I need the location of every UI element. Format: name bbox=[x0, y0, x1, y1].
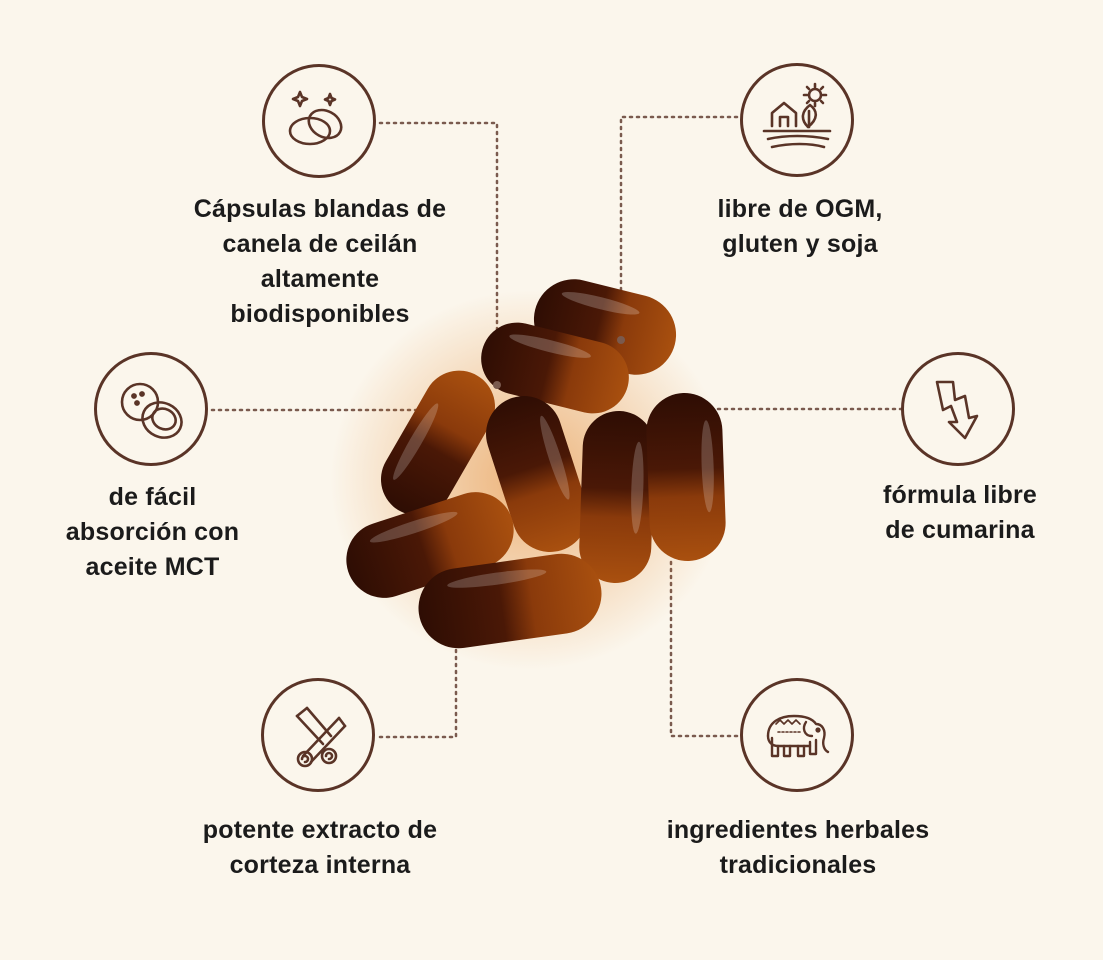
farm-house-sun-icon bbox=[762, 82, 832, 149]
connector-bark bbox=[378, 518, 458, 739]
coumarin-icon-badge bbox=[901, 352, 1015, 466]
cinnamon-sticks-icon bbox=[295, 706, 347, 768]
capsules-icon-badge bbox=[262, 64, 376, 178]
non-gmo-icon-badge bbox=[740, 63, 854, 177]
connectors bbox=[210, 115, 904, 739]
connector-dots bbox=[493, 336, 625, 389]
bark-icon-badge bbox=[261, 678, 375, 792]
capsule bbox=[418, 553, 602, 649]
feature-label-herbal: ingredientes herbales tradicionales bbox=[666, 816, 930, 879]
herbal-icon-badge bbox=[740, 678, 854, 792]
feature-label-non-gmo: libre de OGM, gluten y soja bbox=[717, 195, 883, 258]
capsule bbox=[481, 322, 629, 414]
coconut-icon bbox=[120, 382, 183, 439]
downward-arrow-icon bbox=[935, 380, 979, 440]
capsule bbox=[486, 396, 588, 552]
capsules-sparkle-icon bbox=[288, 90, 343, 146]
feature-label-coumarin: fórmula libre de cumarina bbox=[882, 481, 1038, 544]
capsule bbox=[381, 370, 495, 516]
connector-herbal bbox=[669, 558, 739, 738]
mct-icon-badge bbox=[94, 352, 208, 466]
capsule bbox=[346, 492, 514, 598]
feature-label-capsules: Cápsulas blandas de canela de ceilán alt… bbox=[193, 195, 447, 328]
capsules bbox=[346, 279, 726, 649]
feature-label-bark: potente extracto de corteza interna bbox=[202, 816, 438, 879]
elephant-icon bbox=[766, 714, 830, 758]
capsule bbox=[579, 411, 655, 583]
feature-label-mct: de fácil absorción con aceite MCT bbox=[65, 483, 240, 581]
capsule bbox=[646, 393, 726, 561]
